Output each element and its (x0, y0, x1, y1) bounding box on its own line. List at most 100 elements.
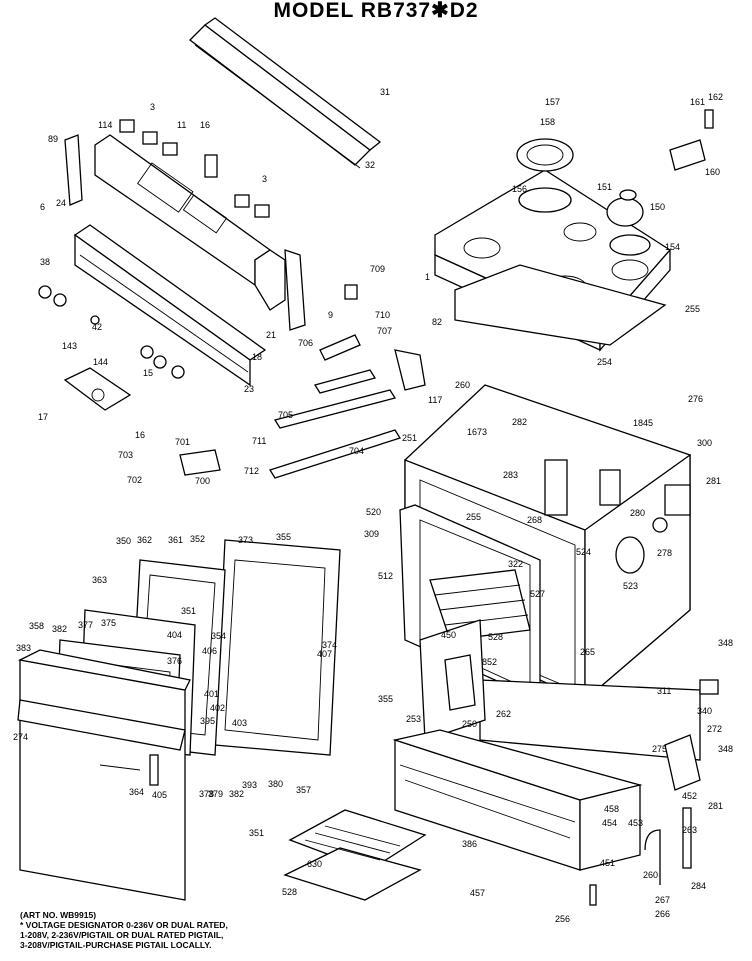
part-number-label: 457 (470, 888, 485, 898)
part-number-label: 361 (168, 535, 183, 545)
drip-tray (454, 264, 667, 346)
part-number-label: 1845 (633, 418, 653, 428)
part-number-label: 82 (432, 317, 442, 327)
switches (119, 119, 270, 218)
part-number-label: 373 (238, 535, 253, 545)
part-number-label: 711 (252, 436, 266, 446)
part-number-label: 3 (262, 174, 267, 184)
footnote-line: * VOLTAGE DESIGNATOR 0-236V OR DUAL RATE… (20, 920, 228, 930)
part-number-label: 451 (600, 858, 615, 868)
part-number-label: 250 (462, 719, 477, 729)
part-number-label: 527 (530, 589, 545, 599)
lower-body-panel (419, 619, 701, 761)
part-number-label: 364 (129, 787, 144, 797)
part-number-label: 42 (92, 322, 102, 332)
part-number-label: 512 (378, 571, 393, 581)
part-number-label: 158 (540, 117, 555, 127)
part-number-label: 1 (425, 272, 430, 282)
part-number-label: 17 (38, 412, 48, 422)
part-number-label: 380 (268, 779, 283, 789)
end-caps (64, 134, 306, 331)
part-number-label: 355 (276, 532, 291, 542)
part-number-label: 265 (580, 647, 595, 657)
diagram-title: MODEL RB737✱D2 (273, 0, 479, 22)
control-panel-lower (73, 224, 267, 387)
part-number-label: 378 (199, 789, 214, 799)
part-number-label: 32 (365, 160, 375, 170)
footnote-line: 3-208V/PIGTAIL-PURCHASE PIGTAIL LOCALLY. (20, 940, 212, 950)
part-number-label: 276 (688, 394, 703, 404)
part-number-label: 402 (210, 703, 225, 713)
part-number-label: 355 (378, 694, 393, 704)
part-number-label: 3 (150, 102, 155, 112)
part-number-label: 379 (208, 789, 223, 799)
part-number-label: 351 (181, 606, 196, 616)
part-number-label: 382 (52, 624, 67, 634)
part-number-label: 358 (29, 621, 44, 631)
broiler-pan (283, 809, 427, 901)
part-number-label: 528 (282, 887, 297, 897)
part-number-label: 253 (406, 714, 421, 724)
part-number-label: 1673 (467, 427, 487, 437)
part-number-label: 322 (508, 559, 523, 569)
part-number-label: 143 (62, 341, 77, 351)
part-number-label: 450 (441, 630, 456, 640)
part-number-label: 114 (98, 120, 112, 130)
surface-elements (516, 138, 651, 256)
part-number-label: 89 (48, 134, 58, 144)
part-number-label: 160 (705, 167, 720, 177)
part-number-label: 117 (428, 395, 442, 405)
part-number-label: 348 (718, 638, 733, 648)
part-number-label: 278 (657, 548, 672, 558)
part-number-label: 703 (118, 450, 133, 460)
part-number-label: 706 (298, 338, 313, 348)
part-number-label: 161 (690, 97, 705, 107)
timer-module (63, 367, 132, 411)
part-number-label: 274 (13, 732, 28, 742)
part-number-label: 262 (496, 709, 511, 719)
part-number-label: 376 (167, 656, 182, 666)
part-number-label: 281 (706, 476, 721, 486)
part-number-label: 707 (377, 326, 392, 336)
part-number-label: 458 (604, 804, 619, 814)
top-trim-strip (189, 17, 382, 169)
art-number: (ART NO. WB9915) (20, 910, 97, 920)
part-number-label: 452 (682, 791, 697, 801)
part-number-label: 710 (375, 310, 390, 320)
part-number-label: 21 (266, 330, 276, 340)
part-number-label: 401 (204, 689, 219, 699)
right-components (615, 484, 691, 574)
part-number-label: 375 (101, 618, 116, 628)
part-number-label: 357 (296, 785, 311, 795)
part-number-label: 157 (545, 97, 560, 107)
part-number-label: 284 (691, 881, 706, 891)
part-number-label: 272 (707, 724, 722, 734)
part-number-label: 260 (455, 380, 470, 390)
part-number-label: 852 (482, 657, 497, 667)
part-number-label: 404 (167, 630, 182, 640)
footnote-line: 1-208V, 2-236V/PIGTAIL OR DUAL RATED PIG… (20, 930, 224, 940)
part-number-label: 156 (512, 184, 527, 194)
part-number-label: 701 (175, 437, 190, 447)
part-number-label: 255 (685, 304, 700, 314)
part-number-label: 24 (56, 198, 66, 208)
hinge-bracket (669, 109, 714, 171)
part-number-label: 348 (718, 744, 733, 754)
part-number-label: 255 (466, 512, 481, 522)
part-number-label: 9 (328, 310, 333, 320)
oven-door (17, 649, 191, 901)
part-number-label: 282 (512, 417, 527, 427)
part-number-label: 340 (697, 706, 712, 716)
part-number-label: 406 (202, 646, 217, 656)
part-number-label: 268 (527, 515, 542, 525)
part-number-label: 266 (655, 909, 670, 919)
part-number-label: 524 (576, 547, 591, 557)
part-number-label: 11 (177, 120, 186, 130)
part-number-label: 377 (78, 620, 93, 630)
part-number-label: 386 (462, 839, 477, 849)
part-number-label: 309 (364, 529, 379, 539)
part-number-label: 280 (630, 508, 645, 518)
part-number-label: 263 (682, 825, 697, 835)
part-number-label: 154 (665, 242, 680, 252)
